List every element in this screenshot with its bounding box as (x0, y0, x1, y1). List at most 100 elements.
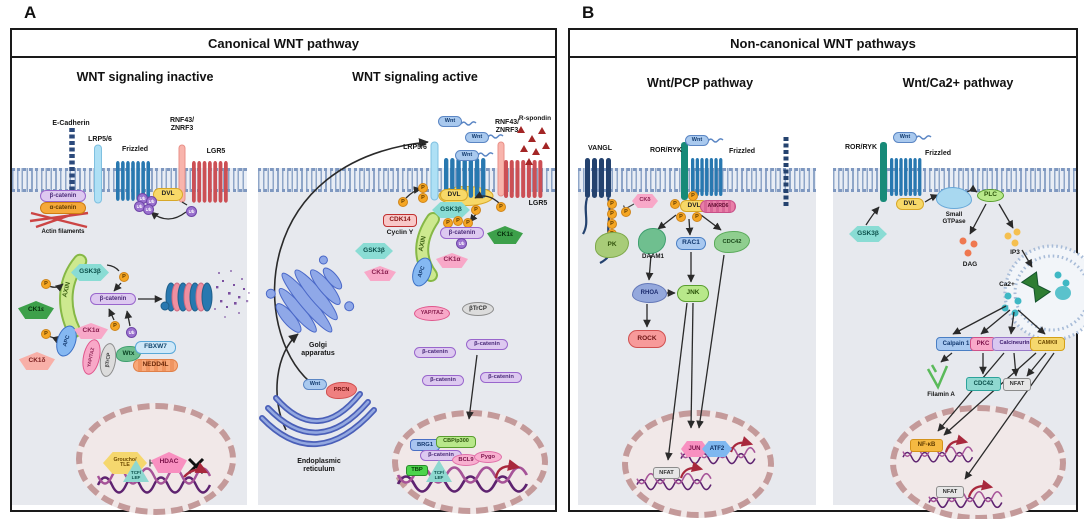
camkii-chip: CAMKII (1030, 337, 1065, 351)
ankrd6-chip: ANKRD6 (700, 200, 736, 213)
phosphate-chip: P (119, 272, 129, 282)
ck1d-chip: CK1δ (19, 352, 55, 370)
vangl-label: VANGL (588, 145, 612, 152)
beta-catenin-chip: β-catenin (422, 375, 464, 386)
nucleus (622, 410, 774, 518)
phosphate-chip: P (692, 212, 702, 222)
alpha-catenin-chip: α-catenin (40, 202, 86, 214)
wnt-chip: Wnt (438, 116, 462, 127)
dvl-chip: DVL (896, 198, 924, 210)
panel-b-label: B (582, 3, 595, 22)
panel-a-title: Canonical WNT pathway (12, 30, 555, 58)
small-gtpase-blob (936, 187, 972, 209)
subtitle-wnt-inactive: WNT signaling inactive (76, 70, 214, 84)
cdk14-chip: CDK14 (383, 214, 417, 227)
phosphate-chip: P (688, 191, 698, 201)
cbp-p300-chip: CBP/p300 (436, 436, 476, 448)
plasma-membrane (258, 168, 555, 192)
wtx-chip: Wtx (116, 346, 141, 362)
subtitle-wnt-ca: Wnt/Ca2+ pathway (902, 76, 1014, 90)
phosphate-chip: P (496, 202, 506, 212)
rnf43-znrf3-label: RNF43/ ZNRF3 (494, 119, 520, 135)
ck1e-chip: CK1ε (487, 226, 523, 244)
phosphate-chip: P (670, 199, 680, 209)
phosphate-chip: P (41, 279, 51, 289)
ip3-label: IP3 (1010, 249, 1020, 256)
yap-taz-chip: YAP/TAZ (414, 306, 450, 321)
wnt-chip: Wnt (303, 379, 327, 390)
beta-catenin-chip: β-catenin (414, 347, 456, 358)
frizzled-label: Frizzled (728, 148, 756, 155)
rnf43-znrf3-label: RNF43/ ZNRF3 (169, 117, 195, 133)
ub-chip: Ub (126, 327, 137, 338)
ub-chip: Ub (186, 206, 197, 217)
lgr5-label: LGR5 (206, 148, 226, 155)
phosphate-chip: P (676, 212, 686, 222)
phosphate-chip: P (418, 183, 428, 193)
fbxw7-chip: FBXW7 (135, 341, 176, 354)
dvl-chip: DVL (440, 189, 468, 201)
gsk3b-chip: GSK3β (432, 202, 470, 218)
subtitle-wnt-active: WNT signaling active (352, 70, 478, 84)
phosphate-chip: P (418, 193, 428, 203)
wnt-chip: Wnt (455, 150, 479, 161)
phosphate-chip: P (453, 216, 463, 226)
beta-catenin-chip: β-catenin (480, 372, 522, 383)
wnt-chip: Wnt (685, 135, 709, 146)
btrcp-chip: βTrCP (462, 302, 494, 316)
daam1-label: DAAM1 (641, 253, 664, 260)
nedd4l-chip: NEDD4L (133, 359, 178, 372)
ror-ryk-label: ROR/RYK (844, 144, 878, 151)
ca2-label: Ca2+ (999, 281, 1015, 288)
small-gtpase-label: Small GTPase (942, 211, 966, 226)
tbp-chip: TBP (406, 465, 428, 476)
ub-chip: Ub (143, 204, 154, 215)
rock-chip: ROCK (628, 330, 666, 348)
panel-a-label: A (24, 3, 37, 22)
ckd-chip: CKδ (632, 194, 658, 208)
e-cadherin-label: E-Cadherin (52, 120, 90, 127)
phosphate-chip: P (471, 205, 481, 215)
nfkb-chip: NF-κB (910, 439, 943, 452)
calpain1-chip: Calpain 1 (936, 337, 976, 351)
panel-b-title: Non-canonical WNT pathways (570, 30, 1076, 58)
phosphate-chip: P (607, 219, 617, 229)
filamin-a-label: Filamin A (927, 391, 955, 398)
nfat-chip: NFAT (936, 486, 964, 498)
plasma-membrane (578, 168, 816, 192)
ror-ryk-label: ROR/RYK (649, 147, 683, 154)
jnk-chip: JNK (677, 285, 709, 302)
golgi-label: Golgi apparatus (301, 342, 335, 358)
phosphate-chip: P (607, 199, 617, 209)
frizzled-label: Frizzled (924, 150, 952, 157)
rhoa-chip: RHOA (632, 283, 667, 303)
r-spondin-label: R-spondin (518, 115, 552, 122)
nfat-chip: NFAT (653, 467, 680, 479)
rac1-chip: RAC1 (676, 237, 706, 250)
ub-chip: Ub (456, 238, 467, 249)
nucleus (890, 405, 1066, 519)
lrp5-6-label: LRP5/6 (88, 136, 112, 143)
lrp5-6-label: LRP5/6 (403, 144, 427, 151)
cdc42-chip: CDC42 (714, 231, 750, 253)
phosphate-chip: P (41, 329, 51, 339)
nfat-chip: NFAT (1003, 378, 1031, 391)
dag-label: DAG (962, 261, 978, 268)
beta-catenin-chip: β-catenin (40, 190, 86, 202)
ck1a-chip: CK1α (436, 253, 468, 268)
cdc42-chip: CDC42 (966, 377, 1001, 391)
beta-catenin-chip: β-catenin (466, 339, 508, 350)
nucleus (76, 403, 236, 515)
beta-catenin-chip: β-catenin (90, 293, 136, 305)
ck1e-chip: CK1ε (18, 301, 54, 319)
wnt-chip: Wnt (893, 132, 917, 143)
er-label: Endoplasmic reticulum (297, 458, 341, 474)
lgr5-label: LGR5 (528, 200, 548, 207)
actin-label: Actin filaments (41, 229, 85, 235)
cyclin-y-label: Cyclin Y (386, 229, 414, 236)
phosphate-chip: P (607, 209, 617, 219)
phosphate-chip: P (110, 321, 120, 331)
plc-chip: PLC (977, 189, 1004, 202)
dvl-chip: DVL (153, 188, 183, 201)
